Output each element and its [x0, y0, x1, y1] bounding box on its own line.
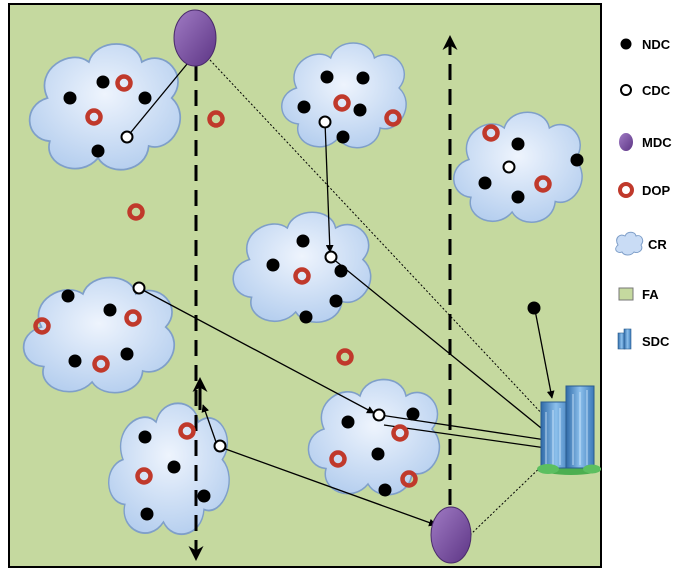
- link-cdc-to-cdc: [138, 287, 375, 414]
- legend-label-dop: DOP: [642, 183, 671, 198]
- legend-label-sdc: SDC: [642, 334, 670, 349]
- link-cdc-down: [324, 121, 334, 253]
- legend-sdc: SDC: [617, 328, 670, 350]
- legend-cdc: CDC: [620, 83, 671, 98]
- link-cdc-to-mdc-bottom: [219, 446, 437, 527]
- white-dot-icon: [620, 84, 632, 96]
- link-cdc-to-mdc-left: [201, 404, 217, 443]
- link-ndc-to-sdc: [534, 309, 555, 399]
- link-cloud-to-sdc: [383, 424, 547, 449]
- legend-dop: DOP: [618, 182, 671, 198]
- black-dot-icon: [620, 38, 632, 50]
- mdc-top: [173, 9, 217, 67]
- legend-label-cr: CR: [648, 237, 667, 252]
- green-square-icon: [618, 287, 634, 301]
- legend-fa: FA: [618, 287, 659, 302]
- legend-mdc: MDC: [619, 133, 672, 151]
- red-ring-icon: [618, 182, 634, 198]
- dop-nodes: [33, 74, 552, 488]
- mdc-paths: [188, 35, 458, 561]
- data-links: [126, 57, 555, 527]
- mdc-nodes: [173, 9, 472, 564]
- legend-ndc: NDC: [620, 37, 671, 52]
- mdc-bottom: [430, 506, 472, 564]
- legend-cr: CR: [615, 231, 667, 256]
- cloud-icon: [615, 231, 644, 256]
- legend-label-mdc: MDC: [642, 135, 672, 150]
- sdc-building: [537, 385, 601, 475]
- dotted-links: [209, 59, 549, 536]
- link-cdc-to-mdc-top: [126, 57, 193, 138]
- link-cdc-bottom-to-sdc: [379, 414, 547, 441]
- building-icon: [617, 328, 632, 350]
- link-cdc-to-sdc: [331, 257, 547, 433]
- legend-label-cdc: CDC: [642, 83, 671, 98]
- legend-label-fa: FA: [642, 287, 659, 302]
- legend: NDC CDC MDC DOP CR FA SDC: [615, 37, 672, 350]
- ndc-nodes: [61, 70, 584, 521]
- legend-label-ndc: NDC: [642, 37, 671, 52]
- purple-ellipse-icon: [619, 133, 633, 151]
- cdc-nodes: [120, 115, 516, 453]
